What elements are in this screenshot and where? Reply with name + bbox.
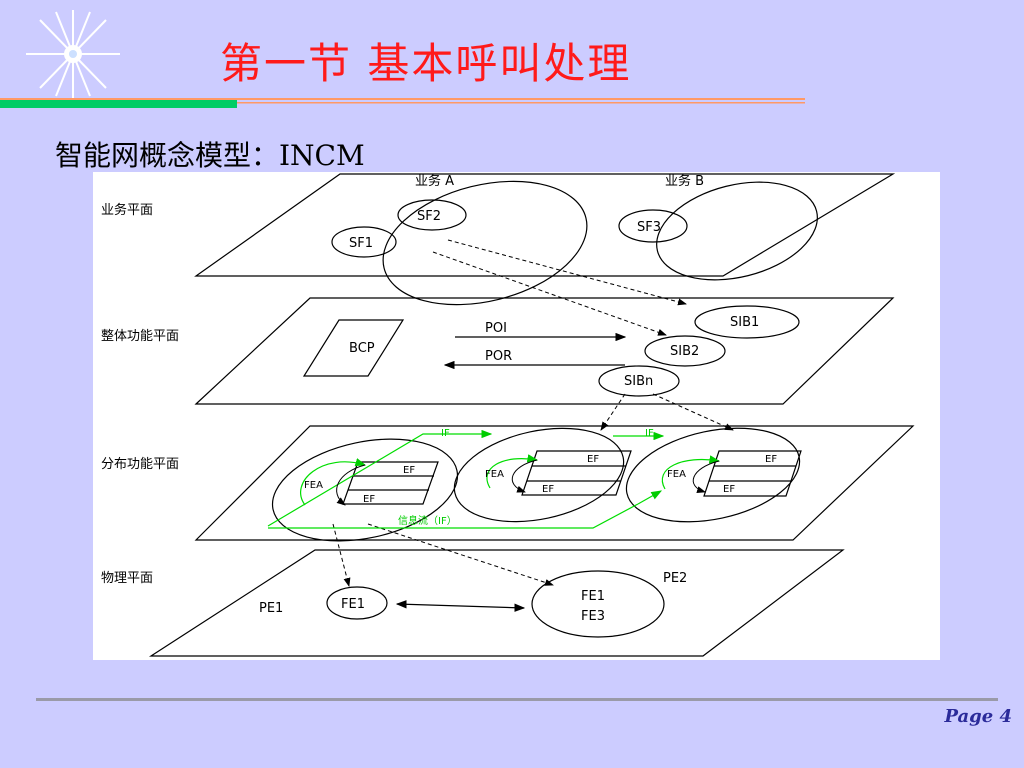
plane-label-distributed: 分布功能平面 — [101, 457, 179, 472]
ef-label-2b: EF — [542, 484, 554, 495]
plane-label-service: 业务平面 — [101, 202, 153, 218]
sf1-label: SF1 — [349, 236, 373, 251]
ef-label-1b: EF — [363, 494, 375, 505]
subtitle: 智能网概念模型：INCM — [55, 139, 365, 172]
star-icon — [26, 10, 120, 98]
plane-label-global: 整体功能平面 — [101, 329, 179, 344]
if-label-2: IF — [645, 428, 654, 439]
global-plane — [194, 297, 895, 405]
pe1-label: PE1 — [259, 601, 283, 616]
bcp-box — [302, 319, 405, 377]
fe1-label: FE1 — [341, 597, 365, 612]
physical-plane — [148, 549, 845, 657]
sibn-label: SIBn — [624, 374, 653, 389]
pe2-fe1-label: FE1 — [581, 589, 605, 604]
title-underline — [0, 98, 805, 108]
fea-label-2: FEA — [485, 469, 504, 480]
sf3-label: SF3 — [637, 220, 661, 235]
sib1-label: SIB1 — [730, 315, 759, 330]
sib2-label: SIB2 — [670, 344, 699, 359]
service-plane — [194, 173, 896, 277]
page-number: Page 4 — [944, 706, 1012, 727]
bcp-label: BCP — [349, 341, 375, 356]
incm-diagram: 业务平面 整体功能平面 分布功能平面 物理平面 业务 A 业务 B SF2 SF… — [93, 172, 940, 660]
por-label: POR — [485, 349, 512, 364]
plane-label-physical: 物理平面 — [101, 571, 153, 586]
distributed-plane — [194, 425, 915, 541]
service-b-label: 业务 B — [665, 173, 704, 189]
fea-label-3: FEA — [667, 469, 686, 480]
ef-label-3b: EF — [723, 484, 735, 495]
fea-label-1: FEA — [304, 480, 323, 491]
pe2-label: PE2 — [663, 571, 687, 586]
if-label-1: IF — [441, 428, 450, 439]
ef-label-1a: EF — [403, 465, 415, 476]
pe2-fe3-label: FE3 — [581, 609, 605, 624]
footer-divider — [36, 698, 998, 701]
ef-label-2a: EF — [587, 454, 599, 465]
slide-title: 第一节 基本呼叫处理 — [220, 39, 632, 88]
info-flow-label: 信息流（IF） — [398, 514, 457, 527]
ef-label-3a: EF — [765, 454, 777, 465]
poi-label: POI — [485, 321, 507, 336]
incm-diagram-svg: 业务平面 整体功能平面 分布功能平面 物理平面 业务 A 业务 B SF2 SF… — [101, 173, 915, 657]
sf2-label: SF2 — [417, 209, 441, 224]
service-a-label: 业务 A — [415, 173, 454, 189]
